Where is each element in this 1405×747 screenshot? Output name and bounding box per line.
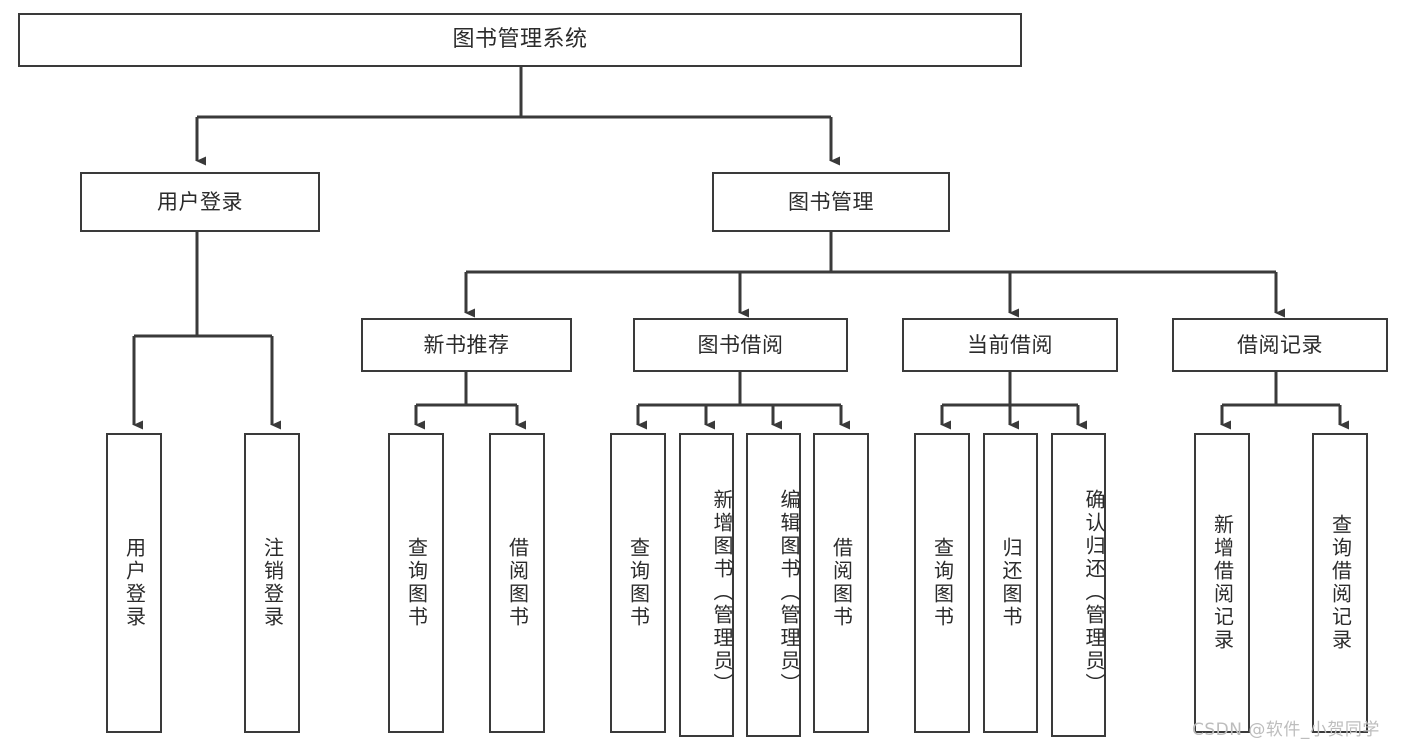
csdn-watermark: CSDN @软件_小贺同学 [1192, 720, 1380, 740]
node-new-book-recommend[interactable]: 新书推荐 [361, 318, 572, 372]
node-root[interactable]: 图书管理系统 [18, 13, 1022, 67]
node-leaf-query-record[interactable]: 查询借阅记录 [1312, 433, 1368, 733]
node-user-login[interactable]: 用户登录 [80, 172, 320, 232]
node-leaf-return-book[interactable]: 归还图书 [983, 433, 1038, 733]
node-book-borrow[interactable]: 图书借阅 [633, 318, 848, 372]
node-leaf-add-book[interactable]: 新增图书（管理员） [679, 433, 734, 737]
node-leaf-edit-book[interactable]: 编辑图书（管理员） [746, 433, 801, 737]
node-book-management[interactable]: 图书管理 [712, 172, 950, 232]
node-leaf-user-login[interactable]: 用户登录 [106, 433, 162, 733]
node-leaf-confirm-return[interactable]: 确认归还（管理员） [1051, 433, 1106, 737]
node-leaf-query-book-2[interactable]: 查询图书 [610, 433, 666, 733]
node-leaf-borrow-book-2[interactable]: 借阅图书 [813, 433, 869, 733]
node-borrow-record[interactable]: 借阅记录 [1172, 318, 1388, 372]
node-current-borrow[interactable]: 当前借阅 [902, 318, 1118, 372]
node-leaf-add-record[interactable]: 新增借阅记录 [1194, 433, 1250, 733]
node-leaf-query-book-3[interactable]: 查询图书 [914, 433, 970, 733]
node-leaf-borrow-book-1[interactable]: 借阅图书 [489, 433, 545, 733]
node-leaf-logout[interactable]: 注销登录 [244, 433, 300, 733]
node-leaf-query-book-1[interactable]: 查询图书 [388, 433, 444, 733]
